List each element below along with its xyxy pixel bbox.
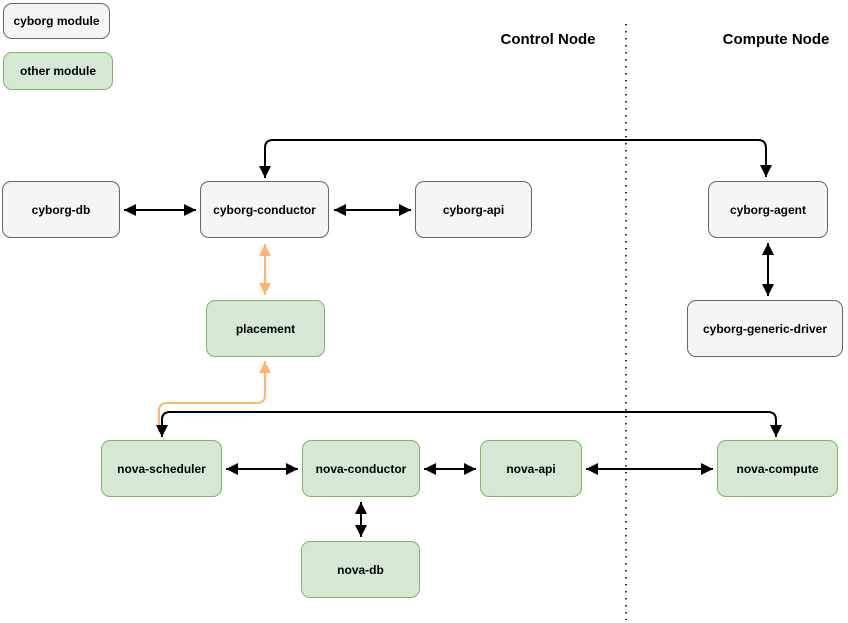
- legend-cyborg-module: cyborg module: [3, 3, 110, 39]
- node-nova-conductor: nova-conductor: [302, 440, 420, 497]
- node-cyborg-conductor: cyborg-conductor: [200, 181, 329, 238]
- node-cyborg-generic-driver: cyborg-generic-driver: [687, 300, 843, 357]
- node-cyborg-generic-driver-label: cyborg-generic-driver: [702, 321, 828, 336]
- node-nova-compute: nova-compute: [717, 440, 838, 497]
- node-nova-scheduler: nova-scheduler: [101, 440, 222, 497]
- legend-other-module: other module: [3, 52, 113, 90]
- legend-other-module-label: other module: [19, 64, 96, 78]
- node-nova-db-label: nova-db: [337, 562, 384, 577]
- node-placement-label: placement: [235, 321, 296, 336]
- control-node-header: Control Node: [500, 31, 596, 48]
- node-nova-conductor-label: nova-conductor: [315, 461, 407, 476]
- node-nova-db: nova-db: [301, 541, 420, 598]
- node-cyborg-db-label: cyborg-db: [31, 202, 91, 217]
- node-cyborg-agent: cyborg-agent: [708, 181, 828, 238]
- node-cyborg-api: cyborg-api: [415, 181, 532, 238]
- legend-cyborg-module-label: cyborg module: [13, 14, 100, 28]
- node-cyborg-api-label: cyborg-api: [442, 202, 505, 217]
- node-nova-api: nova-api: [480, 440, 582, 497]
- compute-node-header: Compute Node: [722, 31, 830, 48]
- node-nova-api-label: nova-api: [506, 461, 556, 476]
- node-cyborg-db: cyborg-db: [2, 181, 120, 238]
- node-cyborg-agent-label: cyborg-agent: [729, 202, 806, 217]
- node-nova-scheduler-label: nova-scheduler: [117, 461, 206, 476]
- edge-novascheduler-placement: [158, 361, 271, 432]
- edge-novascheduler-novacompute: [156, 411, 782, 437]
- node-cyborg-conductor-label: cyborg-conductor: [213, 202, 316, 217]
- node-nova-compute-label: nova-compute: [736, 461, 819, 476]
- node-placement: placement: [206, 300, 325, 357]
- edge-cyborgconductor-cyborgagent: [259, 139, 772, 178]
